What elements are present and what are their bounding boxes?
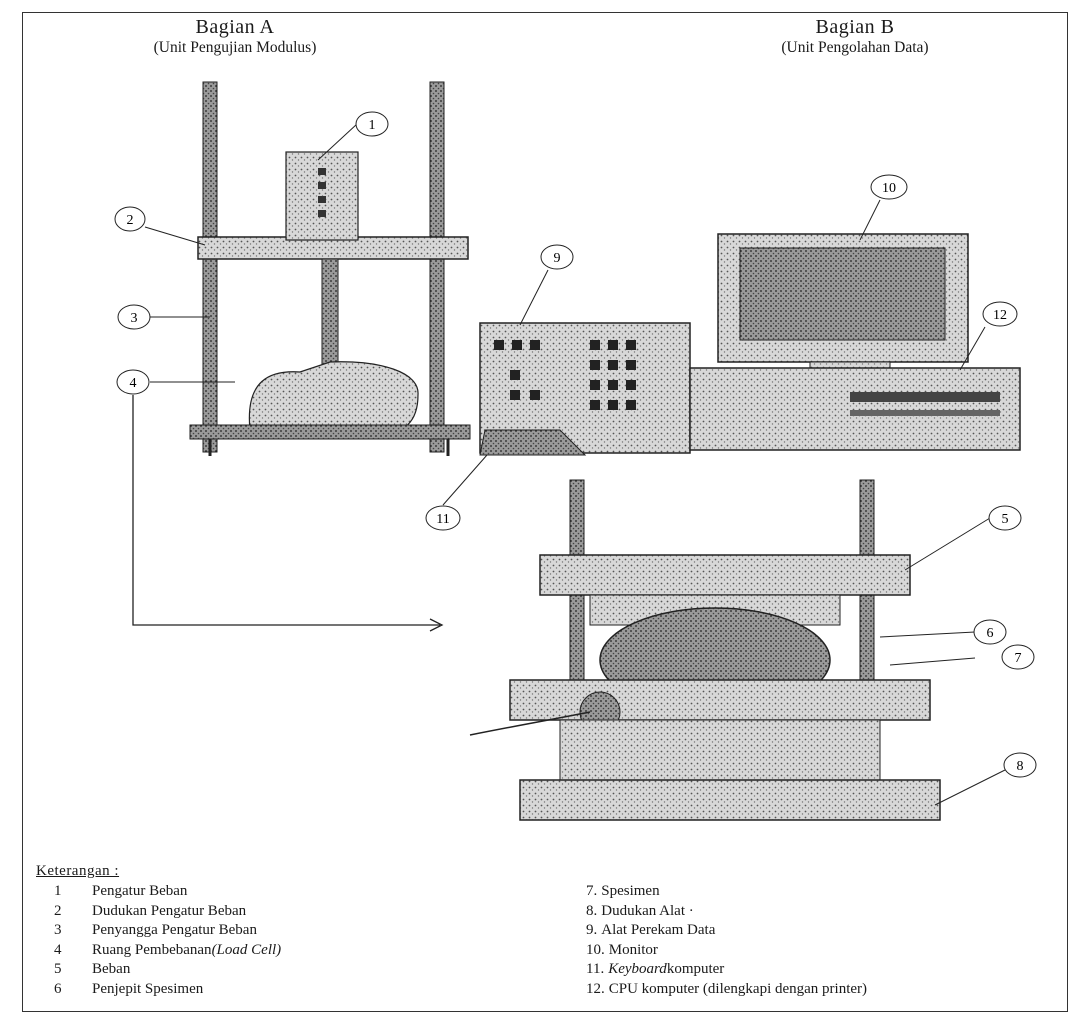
legend-item-number: 5	[54, 961, 62, 977]
legend-item: 2 Dudukan Pengatur Beban	[46, 902, 281, 922]
detail-arrow	[132, 395, 440, 626]
legend-item: 7.Spesimen	[586, 882, 867, 902]
callout-5: 5	[988, 505, 1022, 531]
legend-item-label: Ruang Pembebanan	[92, 941, 212, 958]
callout-9: 9	[540, 244, 574, 270]
svg-text:12: 12	[993, 308, 1007, 323]
apparatus-illustration: 1 2 3 4 5 6 7 8 9 10 11 12	[114, 81, 1037, 821]
callout-7: 7	[1001, 644, 1035, 670]
svg-text:3: 3	[131, 311, 138, 326]
svg-text:7: 7	[1015, 651, 1022, 666]
legend-item-number: 4	[54, 941, 62, 958]
legend-item-number: 7.	[586, 883, 598, 899]
callout-10: 10	[870, 174, 908, 200]
legend-item: 6 Penjepit Spesimen	[46, 980, 281, 1000]
legend-item-label: Spesimen	[601, 883, 660, 899]
legend-item: 3 Penyangga Pengatur Beban	[46, 921, 281, 941]
section-a-header: Bagian A (Unit Pengujian Modulus)	[70, 16, 400, 57]
loading-frame-a	[189, 81, 471, 456]
legend-item-number: 6	[54, 980, 62, 997]
callout-12: 12	[982, 301, 1018, 327]
svg-text:2: 2	[127, 213, 134, 228]
legend-item: 9.Alat Perekam Data	[586, 921, 867, 941]
legend-item: 10.Monitor	[586, 941, 867, 961]
section-b-subtitle: (Unit Pengolahan Data)	[781, 39, 929, 56]
callout-4: 4	[116, 369, 150, 395]
callout-markers: 1 2 3 4 5 6 7 8 9 10 11 12	[114, 111, 1037, 778]
figure-frame	[22, 12, 1068, 1012]
section-b-title: Bagian B	[815, 16, 895, 38]
legend-item: 8.Dudukan Alat ·	[586, 902, 867, 922]
legend-item-label: Monitor	[608, 941, 658, 958]
legend-item-number: 2	[54, 902, 62, 919]
svg-text:4: 4	[130, 376, 137, 391]
svg-text:8: 8	[1017, 759, 1024, 774]
legend-item-label: Beban	[92, 961, 131, 977]
legend-item-number: 1	[54, 883, 62, 899]
legend-item-number: 12.	[586, 980, 605, 997]
legend-item: 12.CPU komputer (dilengkapi dengan print…	[586, 980, 867, 1000]
legend-item-number: 9.	[586, 922, 598, 938]
svg-text:1: 1	[369, 118, 376, 133]
section-b-header: Bagian B (Unit Pengolahan Data)	[690, 16, 1020, 57]
legend-item: 1 Pengatur Beban	[46, 882, 281, 902]
legend-item-number: 3	[54, 922, 62, 938]
legend-item-number: 10.	[586, 941, 605, 958]
callout-2: 2	[114, 206, 146, 232]
legend-title: Keterangan :	[36, 863, 120, 879]
callout-6: 6	[973, 619, 1007, 645]
svg-text:6: 6	[987, 626, 994, 641]
legend-item-label-italic: Keyboard	[608, 961, 667, 977]
section-a-title: Bagian A	[195, 16, 275, 38]
computer-unit	[689, 233, 1021, 451]
callout-3: 3	[117, 304, 151, 330]
legend-item-label: Dudukan Alat ·	[601, 902, 694, 919]
callout-8: 8	[1003, 752, 1037, 778]
legend-item: 5 Beban	[46, 960, 281, 980]
svg-text:10: 10	[882, 181, 896, 196]
legend-item-label: Alat Perekam Data	[601, 922, 716, 938]
legend-item-label: Penjepit Spesimen	[92, 980, 204, 997]
svg-text:9: 9	[554, 251, 561, 266]
section-a-subtitle: (Unit Pengujian Modulus)	[153, 39, 317, 56]
svg-text:5: 5	[1002, 512, 1009, 527]
legend-item-label: CPU komputer (dilengkapi dengan printer)	[608, 980, 868, 997]
data-recorder-unit	[479, 322, 691, 456]
legend-item-label-italic: (Load Cell)	[211, 941, 282, 958]
legend-item-label: Pengatur Beban	[92, 883, 188, 899]
load-chamber-detail	[469, 479, 941, 821]
legend-right-column: 7.Spesimen 8.Dudukan Alat · 9.Alat Perek…	[586, 882, 867, 999]
legend-item-number: 11.	[586, 961, 605, 977]
callout-11: 11	[425, 505, 461, 531]
leader-lines	[144, 123, 1006, 806]
legend-item-label: Dudukan Pengatur Beban	[92, 902, 247, 919]
legend-item-label: Penyangga Pengatur Beban	[92, 922, 257, 938]
legend-item-label-end: komputer	[666, 961, 725, 977]
legend-item: 11.Keyboard komputer	[586, 960, 867, 980]
legend-item-number: 8.	[586, 902, 598, 919]
svg-text:11: 11	[436, 512, 449, 527]
callout-1: 1	[355, 111, 389, 137]
legend-item: 4 Ruang Pembebanan (Load Cell)	[46, 941, 281, 961]
